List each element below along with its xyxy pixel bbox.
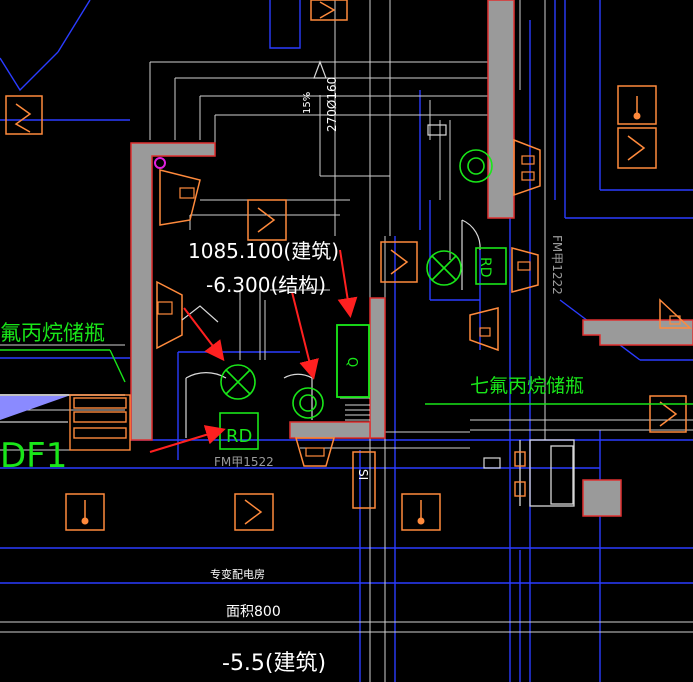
- door-arcs: [181, 219, 481, 438]
- wall-far-right: [582, 319, 693, 346]
- valve-box-3: [401, 493, 441, 531]
- gas-cylinder-label-left: 氟丙烷储瓶: [0, 321, 105, 345]
- df-tag: DF1: [0, 436, 67, 476]
- wall-column-right: [582, 479, 622, 517]
- pipe-spec-label: 270Ø160: [325, 77, 339, 132]
- damper-box-6: [649, 395, 687, 433]
- nozzle-left: [156, 280, 183, 350]
- nozzle-mid: [469, 307, 499, 352]
- ring-right: [459, 149, 493, 183]
- damper-box-5: [617, 127, 657, 169]
- damper-box-7: [234, 493, 274, 531]
- rd-box-right: [475, 247, 507, 285]
- nozzle-right-mid: [511, 247, 539, 293]
- arrow-2: [291, 291, 319, 380]
- damper-box-1: [5, 95, 43, 135]
- si-box: [352, 451, 376, 509]
- storage-cabinets-left: [69, 394, 131, 451]
- rd-label-left: RD: [226, 426, 252, 447]
- elevation-building-label: 1085.100(建筑): [188, 239, 339, 263]
- room-name-label: 专变配电房: [210, 567, 265, 581]
- green-symbols: [219, 149, 507, 450]
- red-annotation-arrows: [149, 249, 358, 453]
- pipe-arrow: [313, 60, 327, 79]
- valve-box-1: [617, 85, 657, 125]
- nozzle-bottom: [295, 437, 335, 467]
- damper-box-4: [380, 241, 418, 283]
- room-area-label: 面积800: [226, 604, 281, 620]
- floor-elevation-label: -5.5(建筑): [222, 651, 326, 676]
- wall-left-l: [130, 142, 216, 441]
- wall-center-post: [369, 297, 386, 439]
- wall-right-column: [487, 0, 515, 219]
- blue-hatch-bar: [0, 396, 68, 420]
- valve-box-2: [65, 493, 105, 531]
- magenta-marker: [154, 157, 166, 169]
- si-label: SI: [356, 469, 370, 480]
- crossed-circle-right: [426, 250, 462, 286]
- arrow-4: [149, 425, 226, 453]
- damper-box-3: [247, 199, 287, 241]
- crossed-circle-left: [220, 364, 256, 400]
- nozzle-right-top: [513, 138, 541, 197]
- ring-left: [292, 387, 324, 419]
- gas-cylinder-label-right: 七氟丙烷储瓶: [470, 375, 584, 397]
- fm-label-right: FM甲1222: [550, 235, 564, 295]
- orange-symbols: [5, 0, 692, 531]
- arrow-3: [337, 249, 358, 318]
- pipe-slope-label: 15%: [302, 92, 313, 114]
- damper-box-2: [310, 0, 348, 21]
- fm-label-left: FM甲1522: [214, 455, 274, 469]
- nozzle-top-left: [159, 169, 201, 226]
- wall-center-base: [289, 421, 371, 439]
- stair-lines: [340, 397, 370, 421]
- rd-label-right: RD: [477, 257, 493, 278]
- q-label: Q: [344, 357, 359, 367]
- nozzle-far-right: [659, 298, 692, 329]
- right-cabinet: [519, 439, 575, 507]
- elevation-structure-label: -6.300(结构): [206, 273, 326, 297]
- arrow-1: [183, 307, 225, 362]
